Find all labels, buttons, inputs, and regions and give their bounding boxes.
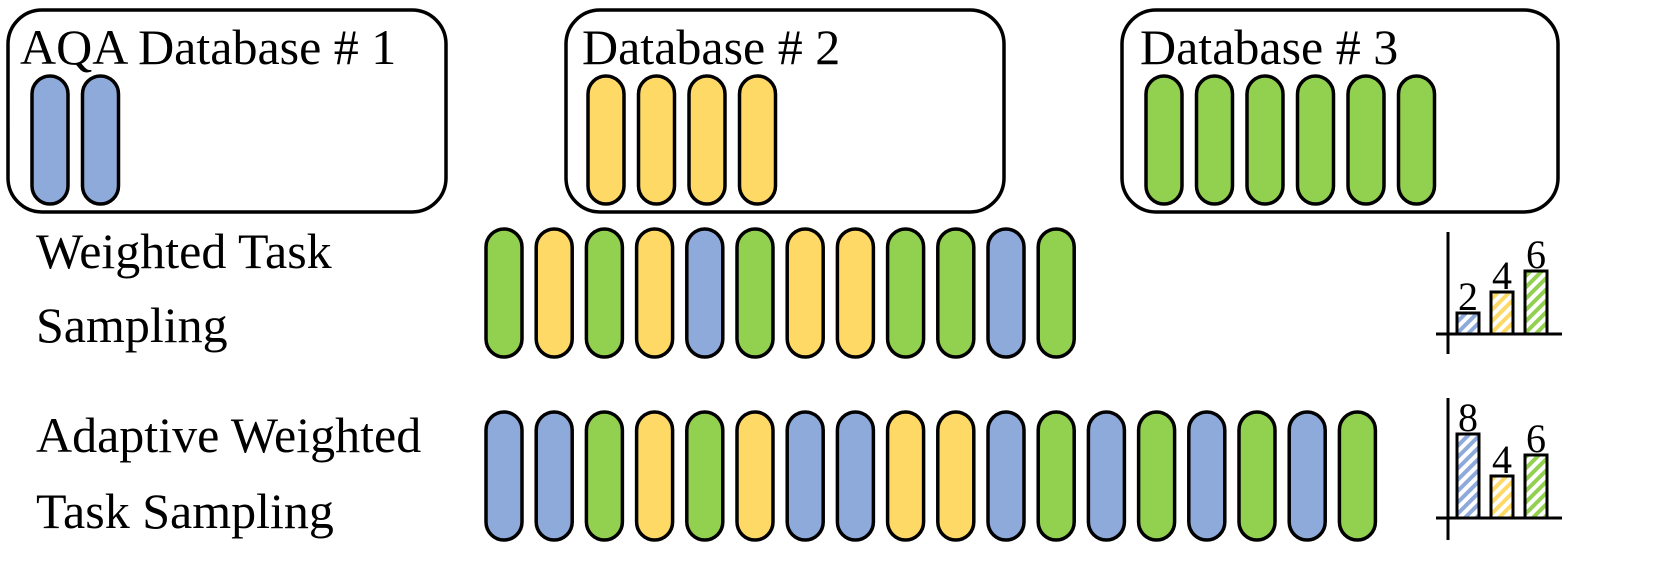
green-task-pill <box>885 227 926 359</box>
green-weight-bar <box>1523 269 1549 336</box>
weight-value-label: 6 <box>1526 416 1546 461</box>
yellow-task-pill <box>835 227 876 359</box>
green-task-pill <box>584 227 625 359</box>
yellow-weight-bar <box>1489 474 1515 520</box>
green-task-pill <box>1136 410 1177 542</box>
row-label-line-1: Adaptive Weighted <box>36 407 421 463</box>
database-box-2: Database # 2 <box>564 8 1006 214</box>
green-task-pill <box>1036 227 1076 359</box>
weight-value-label: 4 <box>1492 253 1512 298</box>
yellow-task-pill <box>735 410 775 542</box>
green-task-pill <box>1346 74 1386 206</box>
yellow-task-pill <box>634 227 675 359</box>
sampled-sequence <box>484 227 1076 359</box>
green-task-pill <box>1396 74 1437 206</box>
weight-value-label: 2 <box>1458 274 1478 319</box>
yellow-task-pill <box>636 74 677 206</box>
database-box-3: Database # 3 <box>1120 8 1560 214</box>
row-label-line-1: Weighted Task <box>36 223 332 279</box>
green-weight-bar <box>1523 453 1549 520</box>
sampled-sequence <box>484 410 1378 542</box>
green-task-pill <box>936 227 976 359</box>
database-box-1: AQA Database # 1 <box>6 8 448 214</box>
green-task-pill <box>1245 74 1285 206</box>
yellow-task-pill <box>634 410 675 542</box>
green-task-pill <box>1036 410 1076 542</box>
blue-task-pill <box>1287 410 1327 542</box>
yellow-task-pill <box>936 410 976 542</box>
yellow-task-pill <box>586 74 626 206</box>
row-label-line-2: Task Sampling <box>36 483 334 539</box>
blue-task-pill <box>685 227 725 359</box>
green-task-pill <box>1194 74 1235 206</box>
blue-task-pill <box>835 410 876 542</box>
green-task-pill <box>1295 74 1336 206</box>
green-task-pill <box>1237 410 1277 542</box>
database-pills <box>1144 74 1437 206</box>
green-task-pill <box>1337 410 1378 542</box>
database-title: Database # 3 <box>1140 19 1398 75</box>
blue-task-pill <box>1187 410 1227 542</box>
database-title: AQA Database # 1 <box>20 19 396 75</box>
blue-task-pill <box>80 74 121 206</box>
database-pills <box>586 74 778 206</box>
blue-task-pill <box>484 410 524 542</box>
blue-task-pill <box>986 227 1026 359</box>
green-task-pill <box>484 227 524 359</box>
yellow-task-pill <box>534 227 574 359</box>
yellow-task-pill <box>737 74 778 206</box>
green-task-pill <box>1144 74 1184 206</box>
weight-value-label: 8 <box>1458 395 1478 440</box>
green-task-pill <box>685 410 725 542</box>
green-task-pill <box>584 410 625 542</box>
blue-task-pill <box>1086 410 1127 542</box>
yellow-weight-bar <box>1489 290 1515 336</box>
weight-value-label: 4 <box>1492 437 1512 482</box>
database-title: Database # 2 <box>582 19 840 75</box>
green-task-pill <box>735 227 775 359</box>
database-pills <box>30 74 121 206</box>
blue-task-pill <box>30 74 70 206</box>
yellow-task-pill <box>687 74 727 206</box>
blue-task-pill <box>986 410 1026 542</box>
weight-value-label: 6 <box>1526 232 1546 277</box>
blue-weight-bar <box>1455 311 1481 336</box>
yellow-task-pill <box>785 227 825 359</box>
yellow-task-pill <box>885 410 926 542</box>
row-label-line-2: Sampling <box>36 297 228 353</box>
blue-task-pill <box>785 410 825 542</box>
blue-task-pill <box>534 410 574 542</box>
blue-weight-bar <box>1455 432 1481 520</box>
